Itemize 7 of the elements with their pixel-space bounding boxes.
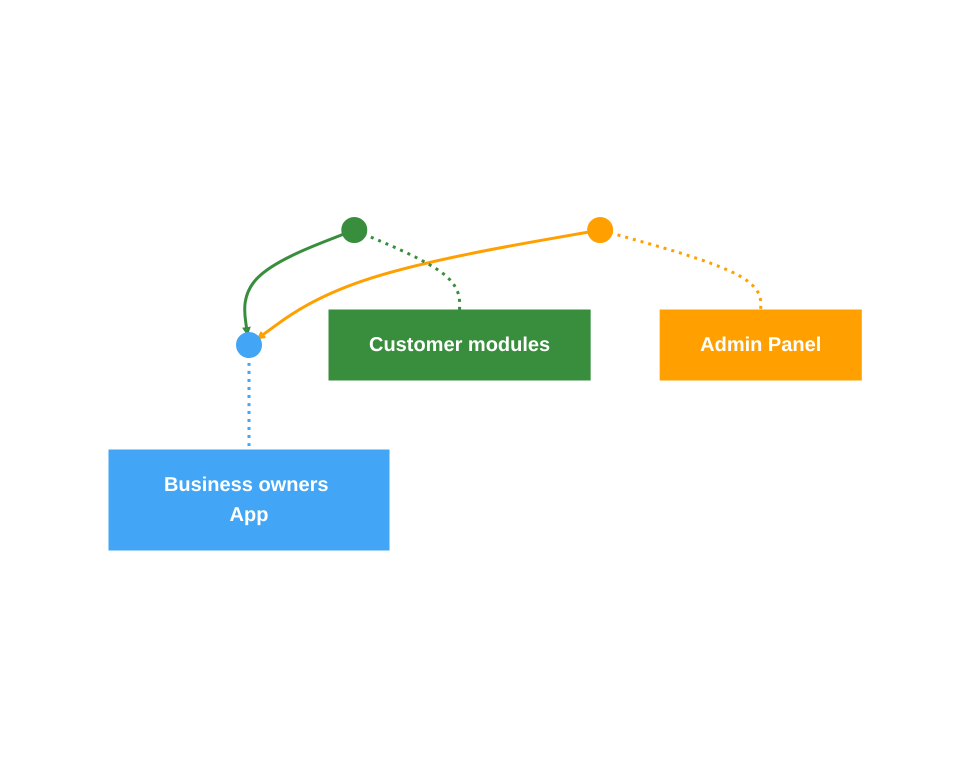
node-box: Business owners App xyxy=(108,450,390,550)
node-box: Admin Panel xyxy=(660,310,862,380)
node-person xyxy=(587,217,613,243)
node-person xyxy=(341,217,368,243)
node-person xyxy=(236,332,262,358)
arrow xyxy=(256,230,590,340)
node-box: Customer modules xyxy=(328,310,590,380)
